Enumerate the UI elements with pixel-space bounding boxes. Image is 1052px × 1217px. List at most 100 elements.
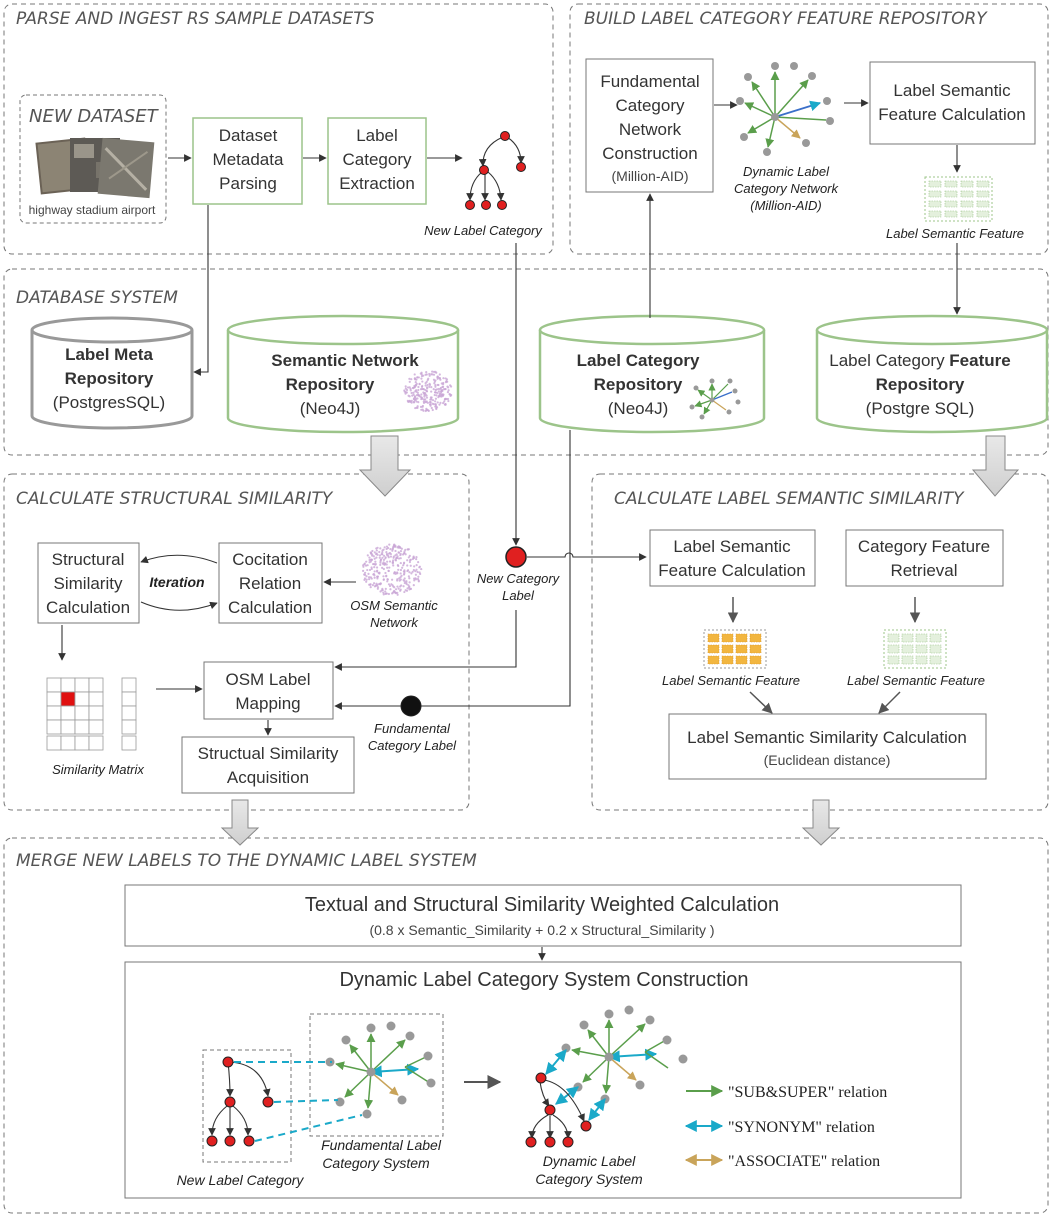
big-arrow-semantic-to-merge — [801, 799, 841, 846]
fundamental-network-box — [585, 58, 714, 193]
iteration-label: Iteration — [149, 574, 204, 590]
semantic-cloud-icon — [403, 370, 453, 413]
arrow-metadata-to-meta-repo — [193, 205, 209, 376]
arrow-new-label-to-mapping — [334, 610, 517, 671]
acquisition-line1: Structual Similarity — [198, 744, 339, 763]
bottom-new-label-caption: New Label Category — [177, 1172, 305, 1188]
semantic-network-repository — [226, 314, 460, 434]
fundamental-line5: (Million-AID) — [612, 168, 689, 184]
system-construction-title: Dynamic Label Category System Constructi… — [339, 969, 748, 991]
feature-calc-box-top — [869, 61, 1036, 145]
cocitation-line3: Calculation — [228, 598, 312, 617]
metadata-parsing-line3: Parsing — [219, 174, 277, 193]
label-extraction-box — [327, 117, 427, 205]
semantic-repo-line3: (Neo4J) — [300, 399, 360, 418]
fundamental-system-line2: Category System — [322, 1155, 430, 1171]
similarity-matrix — [46, 677, 137, 751]
semantic-calc-box — [649, 529, 816, 587]
iteration-arrow-bottom — [140, 601, 218, 611]
label-feature-repository — [815, 314, 1049, 434]
metadata-parsing-box — [192, 117, 303, 205]
merge-heading: MERGE NEW LABELS TO THE DYNAMIC LABEL SY… — [16, 851, 477, 871]
structural-similarity-box — [37, 542, 140, 624]
fundamental-system-subbox — [309, 1013, 444, 1137]
legend-associate-label: "ASSOCIATE" relation — [728, 1153, 880, 1170]
feature-caption-top: Label Semantic Feature — [886, 226, 1024, 241]
feature-retrieval-line2: Retrieval — [890, 561, 957, 580]
weighted-calc-formula: (0.8 x Semantic_Similarity + 0.2 x Struc… — [369, 922, 714, 938]
semantic-similarity-line1: Label Semantic Similarity Calculation — [687, 728, 967, 747]
network-caption-1: Dynamic Label — [743, 164, 830, 179]
satellite-images — [35, 137, 155, 199]
fundamental-label-line1: Fundamental — [374, 721, 451, 736]
new-label-tree — [465, 131, 526, 210]
osm-network-line2: Network — [370, 615, 419, 630]
new-category-label-node — [505, 546, 527, 568]
osm-network-cloud-icon — [362, 543, 423, 596]
category-repo-line2: Repository — [594, 375, 683, 394]
cocitation-box — [218, 542, 323, 624]
osm-mapping-line2: Mapping — [235, 694, 300, 713]
semantic-heading: CALCULATE LABEL SEMANTIC SIMILARITY — [614, 489, 965, 509]
feature-retrieval-line1: Category Feature — [858, 537, 990, 556]
weighted-calc-title: Textual and Structural Similarity Weight… — [305, 894, 779, 916]
acquisition-line2: Acquisition — [227, 768, 309, 787]
feature-left-caption: Label Semantic Feature — [662, 673, 800, 688]
ssc-line1: Structural — [52, 550, 125, 569]
million-aid-network — [736, 62, 834, 156]
arrow-category-repo-to-fundamental-label — [421, 430, 571, 707]
parse-heading: PARSE AND INGEST RS SAMPLE DATASETS — [16, 9, 375, 29]
semantic-repo-line1: Semantic Network — [271, 351, 419, 370]
feature-repo-line3: (Postgre SQL) — [866, 399, 975, 418]
semantic-calc-line1: Label Semantic — [673, 537, 791, 556]
feature-calc-top-line2: Feature Calculation — [878, 105, 1025, 124]
metadata-parsing-line2: Metadata — [213, 150, 284, 169]
new-dataset-label: NEW DATASET — [29, 106, 160, 127]
dynamic-system-network — [525, 1005, 688, 1148]
meta-repo-line1: Label Meta — [65, 345, 153, 364]
arrow-right-feature-to-similarity — [878, 691, 901, 714]
meta-repo-line3: (PostgresSQL) — [53, 393, 165, 412]
osm-label-mapping-box — [203, 661, 334, 720]
new-label-category-subbox — [202, 1049, 292, 1163]
feature-right-caption: Label Semantic Feature — [847, 673, 985, 688]
semantic-similarity-line2: (Euclidean distance) — [764, 752, 891, 768]
metadata-parsing-line1: Dataset — [219, 126, 278, 145]
cocitation-line1: Cocitation — [232, 550, 308, 569]
matrix-caption: Similarity Matrix — [52, 762, 144, 777]
fundamental-line4: Construction — [602, 144, 697, 163]
semantic-similarity-box — [668, 713, 987, 780]
mapping-dashed-lines — [234, 1061, 363, 1142]
semantic-calc-line2: Feature Calculation — [658, 561, 805, 580]
arrow-left-feature-to-similarity — [749, 691, 773, 714]
fundamental-line2: Category — [616, 96, 685, 115]
network-caption-2: Category Network — [734, 181, 840, 196]
fundamental-system-line1: Fundamental Label — [321, 1137, 442, 1153]
feature-grid-orange — [703, 629, 767, 669]
arrow-new-label-to-semantic-calc — [527, 552, 647, 561]
iteration-arrow-top — [140, 554, 218, 564]
structural-acquisition-box — [181, 736, 355, 794]
label-extraction-line1: Label — [356, 126, 398, 145]
fundamental-line1: Fundamental — [600, 72, 699, 91]
new-label-category-caption: New Label Category — [424, 223, 543, 238]
legend-synonym-label: "SYNONYM" relation — [728, 1119, 875, 1136]
legend-sub-super-label: "SUB&SUPER" relation — [728, 1084, 887, 1101]
ssc-line3: Calculation — [46, 598, 130, 617]
big-arrow-feature-repo-to-semantic — [971, 435, 1020, 497]
osm-mapping-line1: OSM Label — [225, 670, 310, 689]
dynamic-system-line2: Category System — [535, 1171, 643, 1187]
feature-grid-green — [883, 629, 947, 669]
new-category-label-line2: Label — [502, 588, 535, 603]
bottom-new-label-tree — [206, 1056, 274, 1147]
build-heading: BUILD LABEL CATEGORY FEATURE REPOSITORY — [584, 9, 988, 29]
weighted-calc-box — [124, 884, 962, 947]
database-heading: DATABASE SYSTEM — [16, 288, 178, 308]
network-caption-3: (Million-AID) — [750, 198, 822, 213]
ssc-line2: Similarity — [54, 574, 123, 593]
feature-grid-top — [924, 176, 993, 222]
osm-network-line1: OSM Semantic — [350, 598, 438, 613]
fundamental-category-label-node — [400, 695, 422, 717]
category-repo-line3: (Neo4J) — [608, 399, 668, 418]
meta-repo-line2: Repository — [65, 369, 154, 388]
